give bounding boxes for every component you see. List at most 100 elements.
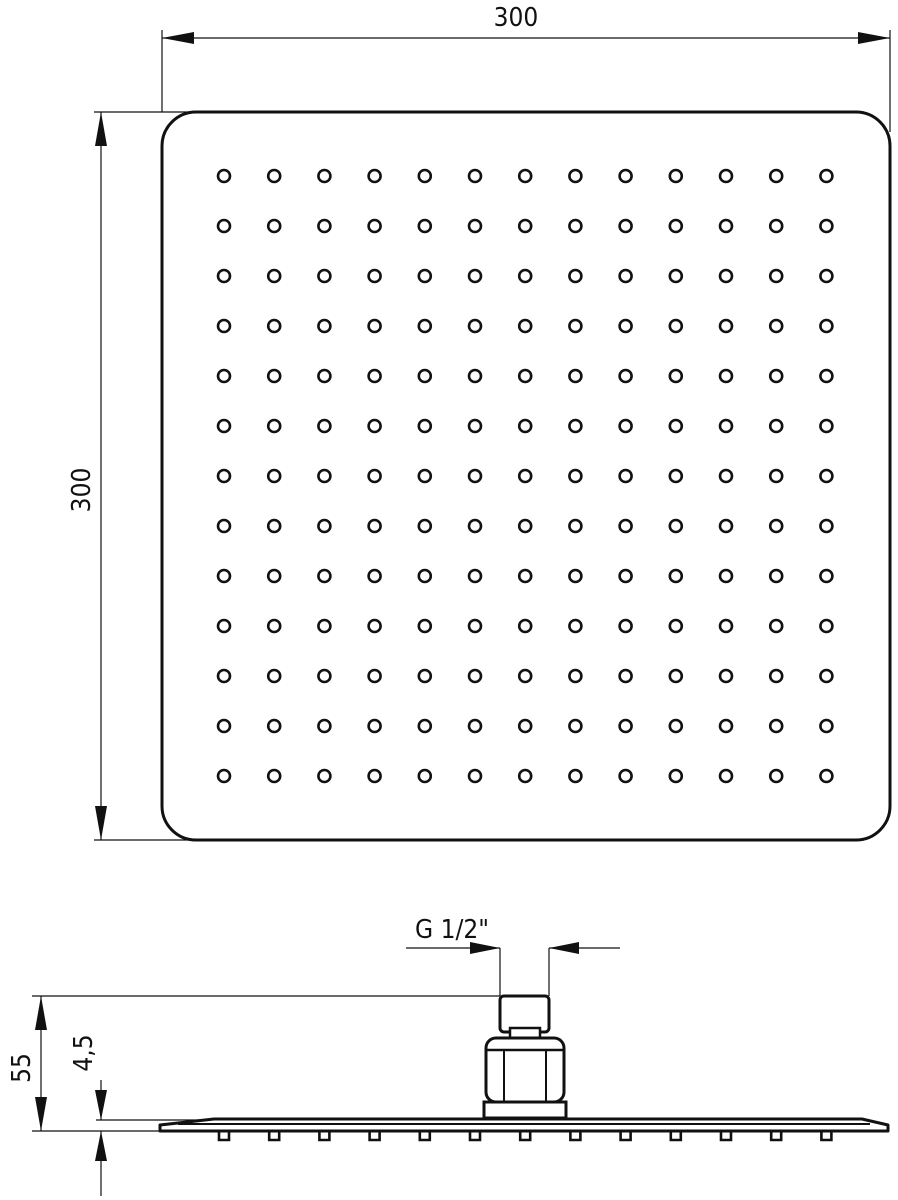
nozzle <box>417 418 433 434</box>
nozzle <box>266 518 282 534</box>
nozzle <box>568 568 583 584</box>
nozzle <box>618 618 633 634</box>
nozzle <box>317 668 332 684</box>
nozzle <box>517 668 533 684</box>
nozzle <box>417 768 433 784</box>
nozzle <box>367 218 382 234</box>
nozzle <box>517 368 533 384</box>
nozzle <box>768 168 784 184</box>
nozzle <box>718 418 734 434</box>
nozzle <box>768 518 784 534</box>
nozzle <box>718 768 734 784</box>
nozzle <box>768 418 784 434</box>
nozzle <box>216 218 232 234</box>
nozzle-tooth <box>669 1131 683 1142</box>
width-dimension: 300 <box>161 3 891 132</box>
nozzle <box>216 368 232 384</box>
nozzle <box>819 218 834 234</box>
nozzle <box>417 318 433 334</box>
nozzle <box>618 468 633 484</box>
width-dimension-label: 300 <box>494 3 539 33</box>
nozzle <box>367 618 382 634</box>
nozzle <box>618 318 633 334</box>
nozzle <box>768 468 784 484</box>
plate-thickness-dimension: 4,5 <box>69 1034 214 1196</box>
nozzle <box>768 218 784 234</box>
nozzle <box>216 418 232 434</box>
nozzle <box>618 418 633 434</box>
nozzle <box>618 368 633 384</box>
nozzle <box>517 568 533 584</box>
width-arrow-left <box>162 32 194 44</box>
nozzle <box>417 518 433 534</box>
nozzle <box>317 168 332 184</box>
nozzle <box>417 668 433 684</box>
nozzle <box>216 718 232 734</box>
nozzle <box>718 168 734 184</box>
nozzle <box>668 418 684 434</box>
nozzle <box>216 268 232 284</box>
nozzle <box>819 668 834 684</box>
nozzle <box>266 168 282 184</box>
nozzle <box>819 418 834 434</box>
nozzle <box>618 718 633 734</box>
nozzle <box>317 418 332 434</box>
nozzle <box>718 318 734 334</box>
nozzle-tooth <box>769 1131 783 1142</box>
nozzle <box>768 568 784 584</box>
nozzle <box>668 318 684 334</box>
nozzle <box>568 168 583 184</box>
nozzle <box>819 268 834 284</box>
nozzle <box>417 368 433 384</box>
thread-arrow-left <box>470 942 500 954</box>
nozzle <box>266 368 282 384</box>
nozzle <box>668 568 684 584</box>
nozzle <box>216 518 232 534</box>
nozzle <box>718 618 734 634</box>
nozzle <box>266 668 282 684</box>
nozzle <box>668 768 684 784</box>
nozzle <box>317 518 332 534</box>
nozzle <box>317 618 332 634</box>
nozzle <box>668 668 684 684</box>
nozzle <box>467 568 483 584</box>
nozzle <box>317 368 332 384</box>
nozzle <box>467 468 483 484</box>
nozzle <box>517 768 533 784</box>
nozzle <box>568 268 583 284</box>
nozzle <box>317 718 332 734</box>
nozzle <box>768 268 784 284</box>
nozzle <box>367 718 382 734</box>
nozzle <box>367 568 382 584</box>
thread-arrow-right <box>549 942 579 954</box>
nozzle <box>718 568 734 584</box>
nozzle <box>517 618 533 634</box>
fitting-base <box>482 1100 568 1120</box>
nozzle <box>668 218 684 234</box>
height-dimension-label: 300 <box>67 468 97 513</box>
nozzle <box>668 368 684 384</box>
nozzle <box>768 618 784 634</box>
nozzle <box>317 218 332 234</box>
nozzle <box>768 718 784 734</box>
nozzle <box>266 768 282 784</box>
nozzle <box>467 318 483 334</box>
nozzle <box>768 368 784 384</box>
nozzle <box>718 718 734 734</box>
nozzle <box>317 318 332 334</box>
nozzle <box>266 218 282 234</box>
nozzle <box>819 568 834 584</box>
nozzle <box>517 418 533 434</box>
nozzle <box>266 318 282 334</box>
nozzle <box>467 668 483 684</box>
nozzle <box>568 218 583 234</box>
nozzle <box>417 568 433 584</box>
nozzle <box>568 668 583 684</box>
nozzle <box>568 518 583 534</box>
nozzle-tooth <box>719 1131 733 1142</box>
total-height-arrow-bottom <box>35 1097 47 1131</box>
total-height-dimension: 55 <box>7 995 500 1132</box>
nozzle <box>417 168 433 184</box>
nozzle <box>618 168 633 184</box>
nozzle <box>819 518 834 534</box>
